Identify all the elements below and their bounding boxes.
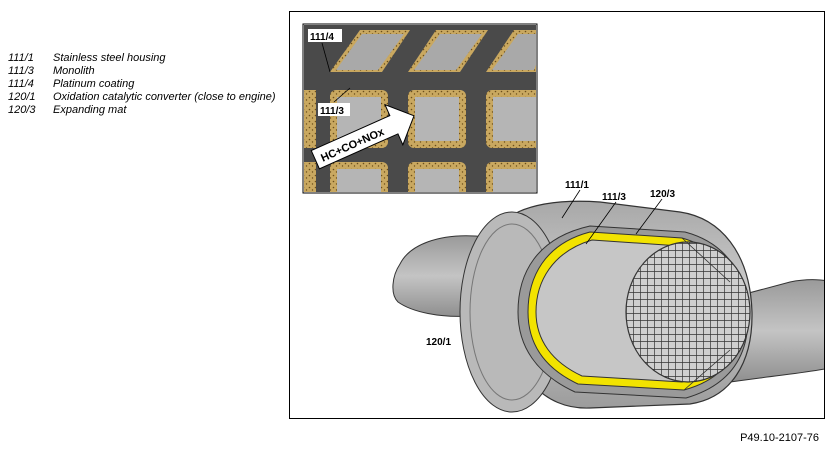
legend-item: 111/1 Stainless steel housing (8, 52, 278, 65)
legend: 111/1 Stainless steel housing 111/3 Mono… (8, 52, 278, 117)
legend-text: Oxidation catalytic converter (close to … (53, 91, 276, 103)
figure-reference-code: P49.10-2107-76 (740, 432, 819, 444)
legend-code: 111/1 (8, 52, 34, 64)
legend-item: 120/3 Expanding mat (8, 104, 278, 117)
legend-text: Platinum coating (53, 78, 135, 90)
legend-text: Stainless steel housing (53, 52, 166, 64)
callout-111-4: 111/4 (310, 32, 334, 43)
callout-120-1: 120/1 (426, 337, 451, 348)
legend-item: 111/3 Monolith (8, 65, 278, 78)
legend-item: 120/1 Oxidation catalytic converter (clo… (8, 91, 278, 104)
callout-111-3: 111/3 (602, 192, 626, 203)
catalytic-converter (392, 200, 824, 413)
callout-111-3-inset: 111/3 (320, 106, 344, 117)
figure-frame: HC+CO+NOx 111/4 111/3 (289, 11, 825, 419)
legend-item: 111/4 Platinum coating (8, 78, 278, 91)
legend-text: Monolith (53, 65, 95, 77)
legend-code: 111/4 (8, 78, 34, 90)
callout-120-3: 120/3 (650, 189, 675, 200)
callout-111-1: 111/1 (565, 180, 589, 191)
legend-text: Expanding mat (53, 104, 127, 116)
legend-code: 120/1 (8, 91, 36, 103)
converter-illustration: HC+CO+NOx 111/4 111/3 (302, 23, 824, 413)
monolith-detail-inset: HC+CO+NOx 111/4 111/3 (302, 23, 538, 194)
legend-code: 120/3 (8, 104, 36, 116)
legend-code: 111/3 (8, 65, 34, 77)
